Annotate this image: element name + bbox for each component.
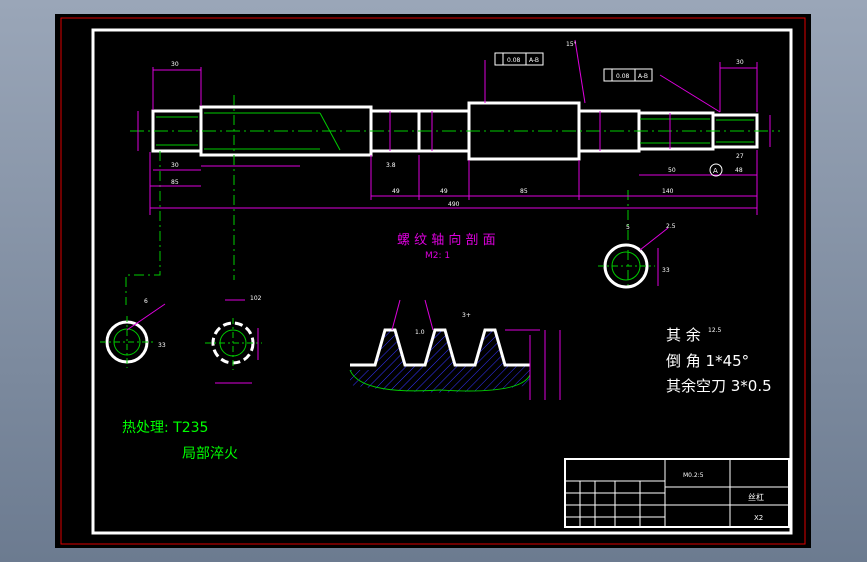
dimension-texts: 30 30 85 49 49 85 140 50 48 27 30 490 3.… (171, 41, 744, 208)
dim-85-left: 85 (171, 179, 179, 186)
dim-49-b: 49 (440, 188, 448, 195)
datum-circle (709, 163, 723, 177)
dim-3-8: 3.8 (386, 162, 396, 169)
note-undercut: 其余空刀 3*0.5 (666, 377, 772, 395)
dim-49-a: 49 (392, 188, 400, 195)
section-leader-1 (125, 151, 161, 305)
local-quench: 局部淬火 (182, 446, 238, 462)
tolerance-value-2: 0.08 (616, 73, 630, 80)
title-block (564, 458, 790, 528)
dim-27: 27 (736, 153, 744, 160)
dim-85-b: 85 (520, 188, 528, 195)
dim-15deg: 15° (566, 41, 577, 48)
dim-140: 140 (662, 188, 674, 195)
title-sheet: X2 (754, 514, 763, 522)
title-part-name: 丝杠 (748, 492, 764, 502)
dim-33-left: 33 (158, 342, 166, 349)
drawing-area (55, 14, 811, 548)
dim-30-top: 30 (171, 61, 179, 68)
section-title: 螺 纹 轴 向 剖 面 (397, 232, 496, 248)
dim-6: 6 (144, 298, 148, 305)
tolerance-datum-2: A-B (638, 73, 648, 80)
note-chamfer: 倒 角 1*45° (666, 352, 749, 370)
tolerance-frame-1: 0.08 A-B (494, 52, 544, 66)
dim-48: 48 (735, 167, 743, 174)
dim-1-0: 1.0 (415, 329, 425, 336)
dim-3-plus: 3+ (462, 312, 471, 319)
outer-border (60, 17, 806, 545)
tolerance-datum-1: A-B (529, 57, 539, 64)
dim-30-bottom: 30 (171, 162, 179, 169)
tolerance-value-1: 0.08 (507, 57, 521, 64)
roughness-value: 12.5 (708, 327, 722, 334)
datum-label: A (713, 167, 718, 175)
thread-profile-view: 3+ 1.0 (349, 299, 561, 400)
note-rough: 其 余 (666, 326, 701, 344)
heat-treatment: 热处理: T235 (122, 420, 208, 436)
section-scale: M2: 1 (425, 251, 450, 261)
dim-33-right: 33 (662, 267, 670, 274)
dim-490: 490 (448, 201, 460, 208)
tolerance-frame-2: 0.08 A-B (603, 68, 653, 82)
dim-50: 50 (668, 167, 676, 174)
section-view-keyway-left: 6 33 (100, 298, 166, 368)
dim-30-right: 30 (736, 59, 744, 66)
title-scale-text: M0.2:5 (683, 472, 704, 479)
inner-border (91, 28, 793, 535)
section-view-spline: 102 (205, 295, 262, 384)
dimension-lines (137, 39, 771, 215)
dim-102: 102 (250, 295, 262, 302)
dim-2-5: 2.5 (666, 223, 676, 230)
section-view-keyway-right: 5 2.5 33 (598, 223, 676, 289)
dim-5: 5 (626, 224, 630, 231)
